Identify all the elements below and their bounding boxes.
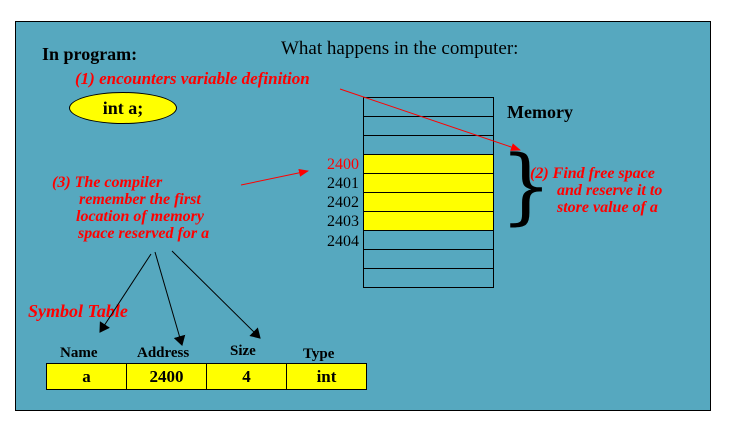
step2-line: (2) Find free space: [530, 165, 655, 182]
memory-cell: [363, 230, 494, 249]
reserved-brace: }: [500, 139, 553, 234]
step2-annotation: (2) Find free space and reserve it to st…: [530, 165, 662, 216]
symbol-table-header: Address: [137, 345, 190, 361]
memory-heading: Memory: [507, 102, 573, 122]
memory-cell-reserved: [363, 211, 494, 230]
memory-cell: [363, 268, 494, 288]
memory-cell-reserved: [363, 173, 494, 192]
address-label: 2403: [327, 213, 359, 230]
symbol-table-title: Symbol Table: [28, 301, 128, 321]
memory-cell-reserved: [363, 192, 494, 211]
code-bubble: int a;: [69, 92, 177, 124]
address-label: 2404: [327, 233, 359, 250]
symbol-table-cell: 2400: [126, 363, 207, 390]
memory-cell: [363, 135, 494, 154]
symbol-table-cell: a: [46, 363, 127, 390]
step3-annotation: (3) The compiler remember the first loca…: [52, 174, 209, 242]
symbol-table-row: a 2400 4 int: [46, 363, 367, 390]
symbol-table-cell: 4: [206, 363, 287, 390]
memory-block: [363, 97, 494, 288]
step3-line: remember the first: [79, 191, 201, 208]
memory-cell: [363, 249, 494, 268]
computer-heading: What happens in the computer:: [281, 38, 519, 59]
in-program-heading: In program:: [42, 44, 138, 64]
step3-line: (3) The compiler: [52, 174, 163, 191]
address-label: 2402: [327, 194, 359, 211]
code-text: int a;: [102, 97, 144, 118]
step2-line: store value of a: [557, 199, 658, 216]
memory-cell: [363, 116, 494, 135]
symbol-table-cell: int: [286, 363, 367, 390]
step1-annotation: (1) encounters variable definition: [75, 69, 310, 88]
memory-cell: [363, 97, 494, 116]
symbol-table-header: Size: [230, 343, 256, 359]
symbol-table-header: Name: [60, 345, 98, 361]
memory-cell-reserved: [363, 154, 494, 173]
step3-line: space reserved for a: [78, 225, 210, 242]
symbol-table-header: Type: [303, 346, 335, 362]
address-label: 2400: [327, 156, 359, 173]
step2-line: and reserve it to: [557, 182, 663, 199]
address-label: 2401: [327, 175, 359, 192]
step3-line: location of memory: [76, 208, 204, 225]
